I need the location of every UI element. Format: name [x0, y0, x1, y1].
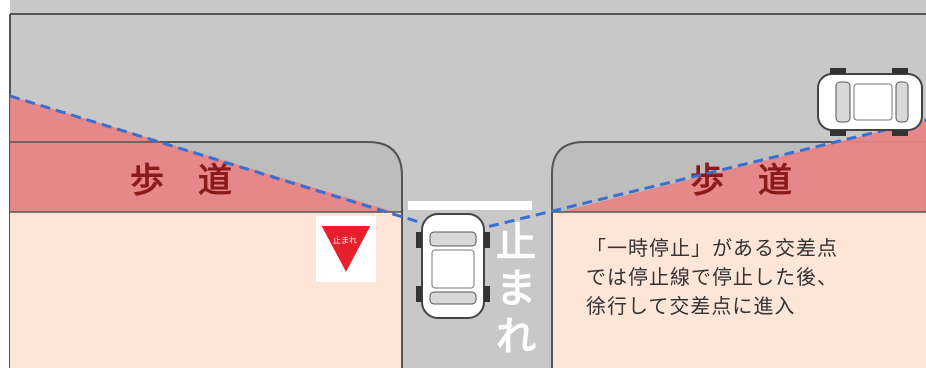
- sight-line-left: [9, 94, 459, 236]
- car-crossing-icon: [817, 68, 923, 136]
- explanation-line-1: 「一時停止」がある交差点: [586, 236, 838, 260]
- explanation-text: 「一時停止」がある交差点 では停止線で停止した後、 徐行して交差点に進入: [586, 234, 916, 321]
- left-sidewalk-label: 歩 道: [130, 161, 232, 201]
- stop-sign-text: 止まれ: [333, 235, 357, 245]
- sight-line-right: [457, 118, 926, 236]
- explanation-line-2: では停止線で停止した後、: [586, 265, 838, 289]
- road-marking-char-1: 止: [496, 220, 536, 266]
- right-lot: [552, 212, 926, 368]
- road-marking-char-3: れ: [496, 314, 536, 360]
- explanation-line-3: 徐行して交差点に進入: [586, 294, 796, 318]
- road-marking-char-2: ま: [496, 266, 536, 312]
- stop-sign: 止まれ: [316, 216, 376, 282]
- stop-sign-triangle: [318, 224, 374, 277]
- stop-line: [408, 201, 532, 210]
- right-sidewalk-label: 歩 道: [690, 161, 792, 201]
- car-stopped-icon: [416, 213, 490, 319]
